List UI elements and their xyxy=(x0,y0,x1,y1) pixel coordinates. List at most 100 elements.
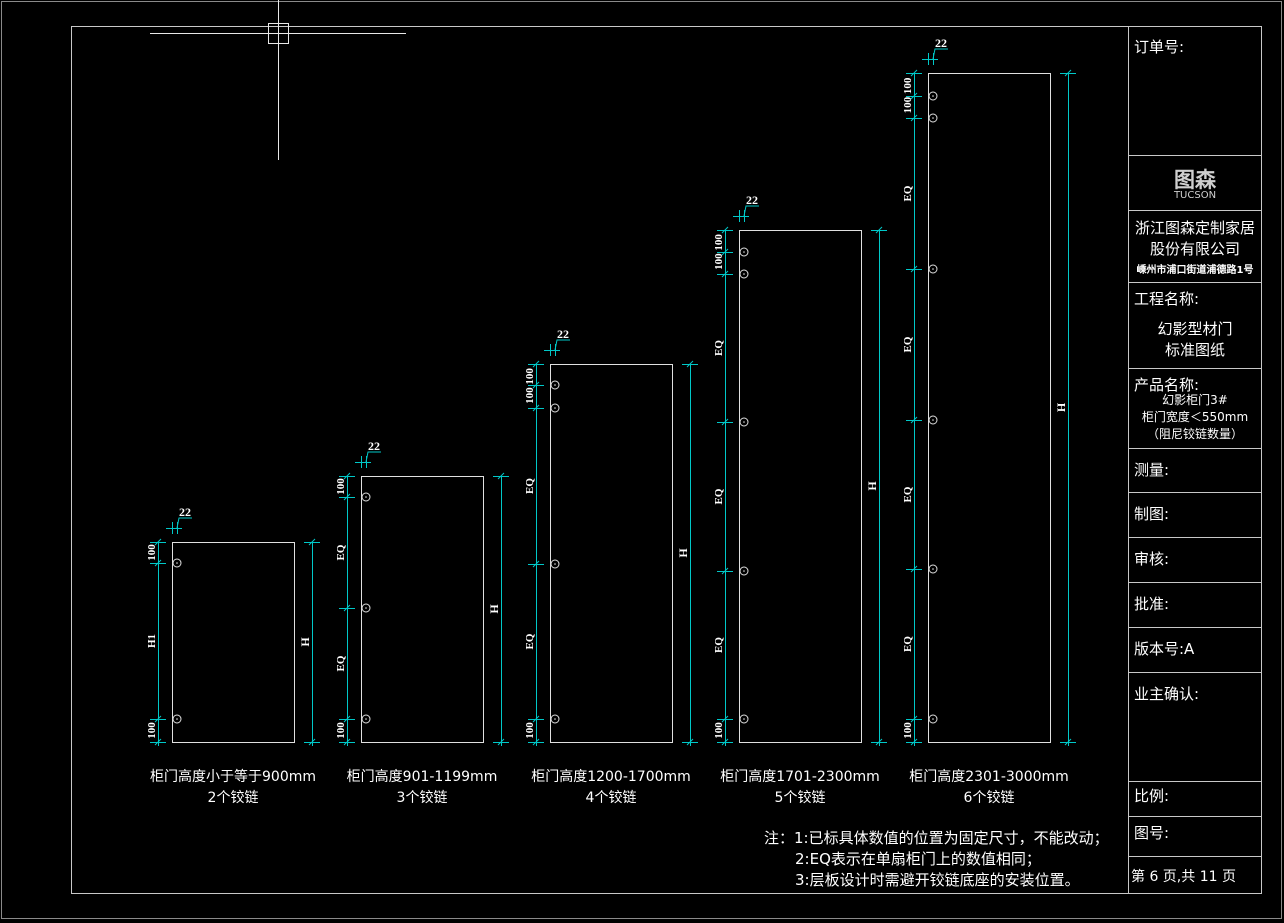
note-line-3: 3:层板设计时需避开铰链底座的安装位置。 xyxy=(795,871,1080,889)
dimension-label: EQ xyxy=(902,336,914,352)
hinge-center xyxy=(365,718,367,720)
product-label: 产品名称: xyxy=(1134,376,1200,394)
leader-line xyxy=(365,451,381,463)
door-panel xyxy=(550,364,673,743)
hinge-center xyxy=(365,607,367,609)
dimension-label: 100 100 xyxy=(902,77,914,113)
version-cell: 版本号:A xyxy=(1128,627,1262,672)
hinge-icon xyxy=(172,714,182,724)
order-number-label: 订单号: xyxy=(1134,38,1185,56)
owner-confirm-cell: 业主确认: xyxy=(1128,672,1262,781)
dimension-label: 100 xyxy=(335,722,347,739)
drawing-frame xyxy=(71,26,1262,894)
dimension-tick xyxy=(910,265,918,273)
dimension-tick xyxy=(910,92,918,100)
logo-subtext: TUCSON xyxy=(1173,190,1217,201)
hinge-center xyxy=(932,568,934,570)
hinge-center xyxy=(743,421,745,423)
owner-confirm-label: 业主确认: xyxy=(1134,685,1200,703)
crosshair-cursor-icon xyxy=(150,0,406,160)
dimension-tick xyxy=(154,538,162,546)
door-height-range: 柜门高度2301-3000mm xyxy=(909,769,1069,785)
height-dimension-label: H xyxy=(298,637,312,647)
product-cell: 产品名称: 幻影柜门3# 柜门宽度＜550mm （阻尼铰链数量） xyxy=(1128,368,1262,448)
dimension-tick xyxy=(532,381,540,389)
hinge-icon xyxy=(550,403,560,413)
dimension-label: 100 xyxy=(713,722,725,739)
hinge-center xyxy=(932,268,934,270)
project-name-1: 幻影型材门 xyxy=(1157,320,1233,338)
company-name-1: 浙江图森定制家居 xyxy=(1134,219,1255,237)
product-name-3: （阻尼铰链数量） xyxy=(1146,427,1243,441)
dimension-tick xyxy=(308,738,316,746)
dimension-label: EQ xyxy=(902,636,914,652)
dimension-label: EQ xyxy=(524,478,536,494)
hinge-icon xyxy=(928,714,938,724)
hinge-icon xyxy=(550,714,560,724)
dimension-label: EQ xyxy=(713,488,725,504)
notes-prefix: 注： xyxy=(764,829,795,847)
hinge-icon xyxy=(928,264,938,274)
hinge-center xyxy=(743,251,745,253)
hinge-center xyxy=(932,718,934,720)
hinge-icon xyxy=(739,714,749,724)
door-panel xyxy=(361,476,484,743)
dimension-tick xyxy=(532,360,540,368)
door-panel xyxy=(172,542,295,743)
dimension-tick xyxy=(910,565,918,573)
door-height-range: 柜门高度1200-1700mm xyxy=(531,769,691,785)
hinge-count-label: 4个铰链 xyxy=(585,790,637,806)
project-name-2: 标准图纸 xyxy=(1164,341,1225,359)
dimension-tick xyxy=(154,559,162,567)
dimension-tick xyxy=(343,738,351,746)
version-label: 版本号:A xyxy=(1134,640,1195,658)
dimension-tick xyxy=(721,738,729,746)
dimension-tick xyxy=(343,604,351,612)
hinge-center xyxy=(554,407,556,409)
drawing-number-cell: 图号: xyxy=(1128,816,1262,856)
dimension-tick xyxy=(154,715,162,723)
dimension-label: 100 100 xyxy=(524,368,536,404)
hinge-center xyxy=(554,718,556,720)
height-dimension-label: H xyxy=(487,604,501,614)
dimension-tick xyxy=(875,738,883,746)
scale-label: 比例: xyxy=(1134,787,1170,805)
hinge-icon xyxy=(928,91,938,101)
measure-label: 测量: xyxy=(1134,461,1170,479)
dimension-label: 100 xyxy=(146,544,158,561)
hinge-icon xyxy=(928,415,938,425)
scale-cell: 比例: xyxy=(1128,781,1262,816)
dimension-tick xyxy=(721,270,729,278)
order-number-cell: 订单号: xyxy=(1128,26,1262,155)
dimension-tick xyxy=(910,416,918,424)
leader-line xyxy=(743,205,759,217)
dimension-tick xyxy=(497,472,505,480)
dimension-label: 100 xyxy=(902,722,914,739)
logo-text: 图森 xyxy=(1174,168,1216,192)
logo-cell: 图森 TUCSON xyxy=(1128,155,1262,210)
drafting-cell: 制图: xyxy=(1128,492,1262,537)
hinge-center xyxy=(743,273,745,275)
height-dimension-label: H xyxy=(676,548,690,558)
hinge-icon xyxy=(739,247,749,257)
dimension-tick xyxy=(1064,738,1072,746)
hinge-icon xyxy=(550,559,560,569)
dimension-tick xyxy=(343,472,351,480)
review-label: 审核: xyxy=(1134,550,1170,568)
note-line-1: 1:已标具体数值的位置为固定尺寸，不能改动； xyxy=(794,829,1109,847)
width-dimension-label: 22 xyxy=(368,439,380,453)
dimension-tick xyxy=(532,560,540,568)
project-label: 工程名称: xyxy=(1134,290,1200,308)
drafting-label: 制图: xyxy=(1134,505,1170,523)
hinge-icon xyxy=(739,269,749,279)
hinge-icon xyxy=(361,603,371,613)
door-height-range: 柜门高度小于等于900mm xyxy=(150,769,316,785)
approve-cell: 批准: xyxy=(1128,582,1262,627)
dimension-label: EQ xyxy=(902,185,914,201)
